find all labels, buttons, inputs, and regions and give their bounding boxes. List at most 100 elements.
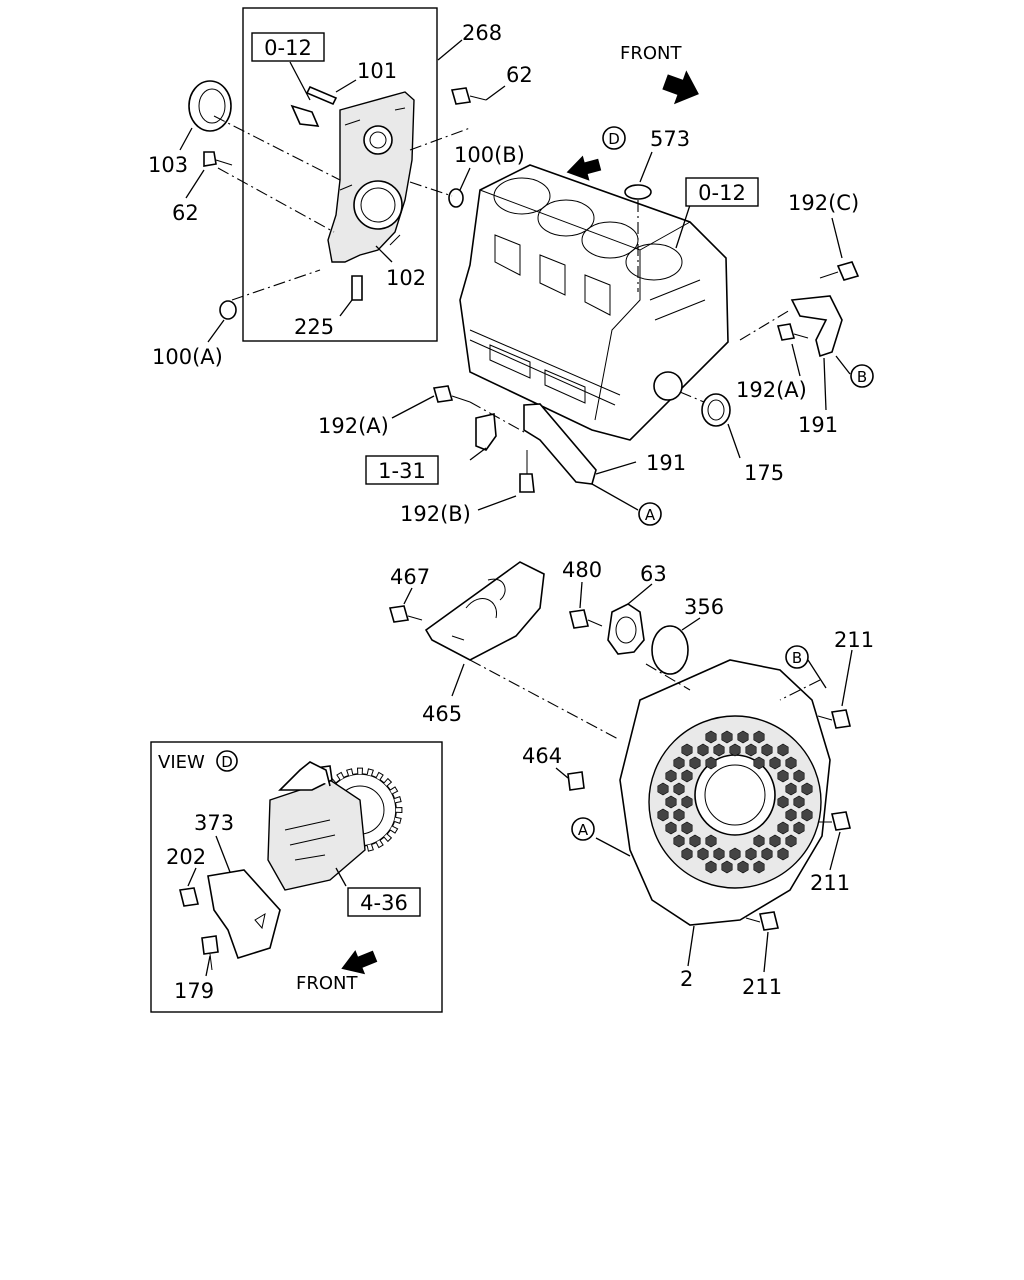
bore-4	[625, 243, 683, 281]
svg-text:D: D	[221, 753, 233, 771]
housing-rib-cell	[785, 782, 797, 796]
bolt-101	[305, 85, 338, 106]
nut-202	[179, 887, 199, 907]
bracket-191-left	[523, 403, 597, 485]
label-62-left: 62	[172, 201, 199, 225]
housing-rib-cell	[721, 860, 733, 874]
front-arrow-inset	[341, 950, 378, 975]
plug-573	[624, 184, 652, 200]
clip-1-31	[475, 413, 497, 451]
svg-text:4-36: 4-36	[360, 891, 408, 915]
bore-2	[537, 199, 595, 237]
sensor-plug	[290, 104, 320, 127]
housing-rib-cell	[753, 834, 765, 848]
front-cover-frame	[242, 7, 438, 342]
label-464: 464	[522, 744, 562, 768]
label-179: 179	[174, 979, 214, 1003]
front-cover-upper-bore	[363, 125, 393, 155]
housing-rib-cell	[665, 821, 677, 835]
o-ring-100a	[219, 300, 237, 320]
o-ring-356	[651, 625, 689, 675]
gear-tooth	[366, 844, 374, 852]
label-2: 2	[680, 967, 693, 991]
housing-rib-cell	[705, 756, 717, 770]
block-outline	[459, 164, 729, 441]
marker-d-view: D	[216, 750, 238, 772]
marker-a-upper: A	[638, 502, 662, 526]
bolt-211-lower	[759, 911, 779, 931]
ref-box-1-31: 1-31	[365, 455, 439, 485]
front-cover-plate	[327, 91, 415, 263]
housing-rib-cell	[705, 860, 717, 874]
label-175: 175	[744, 461, 784, 485]
label-192b: 192(B)	[400, 502, 471, 526]
bore-1	[493, 177, 551, 215]
housing-rib-cell	[737, 730, 749, 744]
gear-tooth	[389, 786, 399, 795]
housing-rib-cell	[681, 821, 693, 835]
housing-rib-cell	[801, 808, 813, 822]
gear-tooth	[383, 833, 393, 843]
gear-tooth	[375, 839, 384, 849]
gear-tooth	[383, 777, 393, 787]
block-rear-bore	[653, 371, 683, 401]
bracket-191-right	[790, 295, 843, 358]
label-211-lower: 211	[742, 975, 782, 999]
marker-a-lower: A	[571, 817, 595, 841]
gasket-63	[607, 603, 645, 655]
bolt-192b	[519, 473, 535, 493]
svg-text:A: A	[578, 821, 589, 839]
housing-rib-cell	[737, 860, 749, 874]
bolt-211-upper	[831, 709, 851, 729]
bolt-179	[201, 935, 219, 955]
gear-tooth	[394, 796, 402, 804]
label-211-upper: 211	[834, 628, 874, 652]
housing-rib-cell	[729, 743, 741, 757]
housing-rib-cell	[673, 756, 685, 770]
svg-text:0-12: 0-12	[264, 36, 312, 60]
housing-rib-cell	[801, 782, 813, 796]
housing-rib-cell	[681, 795, 693, 809]
housing-rib-cell	[665, 795, 677, 809]
bolt-467	[388, 605, 410, 623]
label-101: 101	[357, 59, 397, 83]
label-268: 268	[462, 21, 502, 45]
housing-rib-cell	[769, 756, 781, 770]
label-63: 63	[640, 562, 667, 586]
label-480: 480	[562, 558, 602, 582]
housing-rib-cell	[713, 743, 725, 757]
gear-tooth	[389, 825, 399, 834]
housing-rib-cell	[665, 769, 677, 783]
gear-tooth	[375, 771, 384, 781]
housing-rib-cell	[777, 847, 789, 861]
label-573: 573	[650, 127, 690, 151]
view-d-arrow	[566, 155, 602, 181]
housing-rib-cell	[713, 847, 725, 861]
housing-rib-cell	[753, 730, 765, 744]
gear-tooth	[395, 806, 403, 814]
ref-box-4-36: 4-36	[347, 887, 421, 917]
label-465: 465	[422, 702, 462, 726]
housing-rib-cell	[769, 834, 781, 848]
label-62-right: 62	[506, 63, 533, 87]
housing-rib-cell	[753, 860, 765, 874]
bolt-211-middle	[831, 811, 851, 831]
gear-tooth	[336, 771, 345, 781]
housing-rib-cell	[777, 821, 789, 835]
svg-text:B: B	[792, 649, 802, 667]
housing-rib-cell	[689, 756, 701, 770]
o-ring-100b	[448, 188, 464, 208]
flywheel-housing-group	[388, 561, 853, 973]
label-211-middle: 211	[810, 871, 850, 895]
housing-rib-cell	[697, 847, 709, 861]
housing-rib-cell	[697, 743, 709, 757]
view-label: VIEW	[158, 752, 205, 773]
label-225: 225	[294, 315, 334, 339]
dowel-464	[567, 771, 585, 791]
housing-rib-cell	[793, 795, 805, 809]
housing-rib-cell	[673, 782, 685, 796]
marker-b-upper: B	[850, 364, 874, 388]
cylinder-block	[391, 151, 860, 511]
marker-d-top: D	[602, 126, 626, 150]
